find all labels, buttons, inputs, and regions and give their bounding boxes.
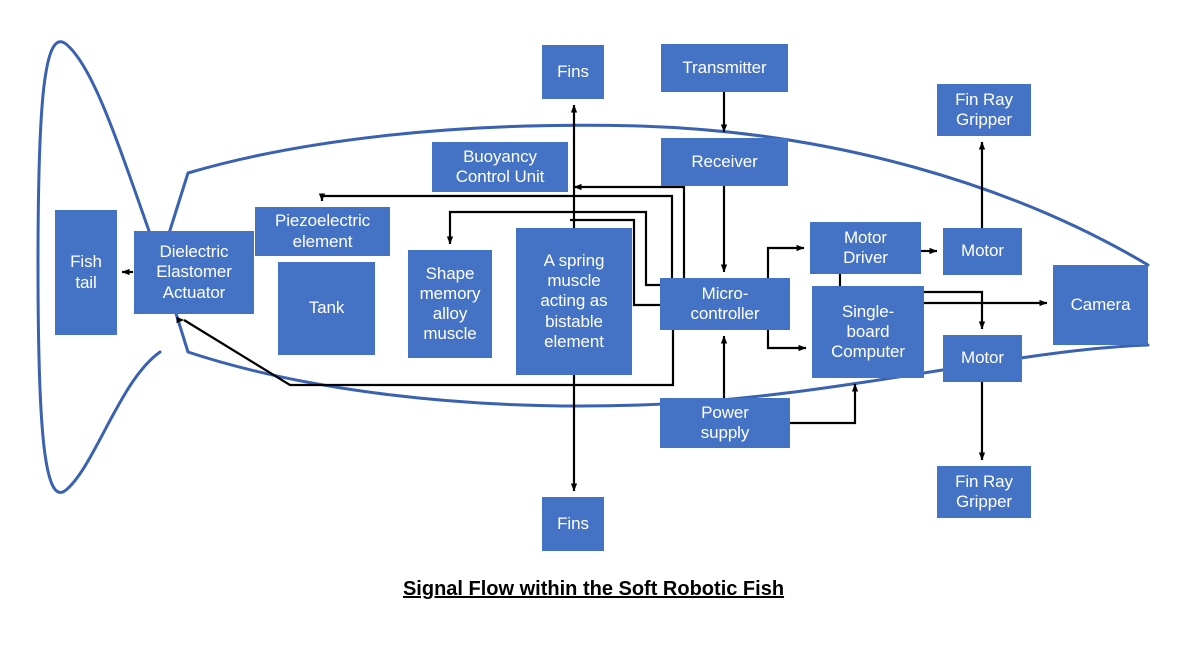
connector-microcontroller-to-dielectric-elastomer-actuator (183, 319, 675, 387)
connector-microcontroller-to-spring-muscle-bistable (570, 218, 660, 307)
node-spring-muscle-bistable[interactable]: A spring muscle acting as bistable eleme… (516, 228, 632, 375)
node-receiver[interactable]: Receiver (661, 138, 788, 186)
connector-layer (121, 92, 1048, 492)
node-fins-top[interactable]: Fins (542, 45, 604, 99)
node-motor-bottom[interactable]: Motor (943, 335, 1022, 382)
node-single-board-computer[interactable]: Single- board Computer (812, 286, 924, 378)
connector-microcontroller-to-buoyancy-control-unit (573, 183, 686, 278)
fish-body-outline (36, 40, 1150, 494)
node-motor-driver[interactable]: Motor Driver (810, 222, 921, 274)
node-buoyancy-control-unit[interactable]: Buoyancy Control Unit (432, 142, 568, 192)
node-dielectric-elastomer-actuator[interactable]: Dielectric Elastomer Actuator (134, 231, 254, 314)
node-piezoelectric-element[interactable]: Piezoelectric element (255, 207, 390, 256)
connector-microcontroller-to-single-board-computer (766, 330, 807, 352)
node-tank[interactable]: Tank (278, 262, 375, 355)
connector-microcontroller-to-shape-memory-alloy-muscle (446, 210, 660, 287)
node-fish-tail[interactable]: Fish tail (55, 210, 117, 335)
node-fins-bottom[interactable]: Fins (542, 497, 604, 551)
connector-microcontroller-to-motor-driver (766, 244, 805, 278)
connector-power-supply-to-single-board-computer (790, 383, 859, 425)
node-power-supply[interactable]: Power supply (660, 398, 790, 448)
node-fin-ray-gripper-bottom[interactable]: Fin Ray Gripper (937, 466, 1031, 518)
node-motor-top[interactable]: Motor (943, 228, 1022, 275)
node-camera[interactable]: Camera (1053, 265, 1148, 345)
node-shape-memory-alloy-muscle[interactable]: Shape memory alloy muscle (408, 250, 492, 358)
node-fin-ray-gripper-top[interactable]: Fin Ray Gripper (937, 84, 1031, 136)
diagram-title: Signal Flow within the Soft Robotic Fish (402, 578, 785, 600)
node-micro-controller[interactable]: Micro- controller (660, 278, 790, 330)
node-transmitter[interactable]: Transmitter (661, 44, 788, 92)
connector-microcontroller-to-piezoelectric-element (318, 193, 674, 278)
